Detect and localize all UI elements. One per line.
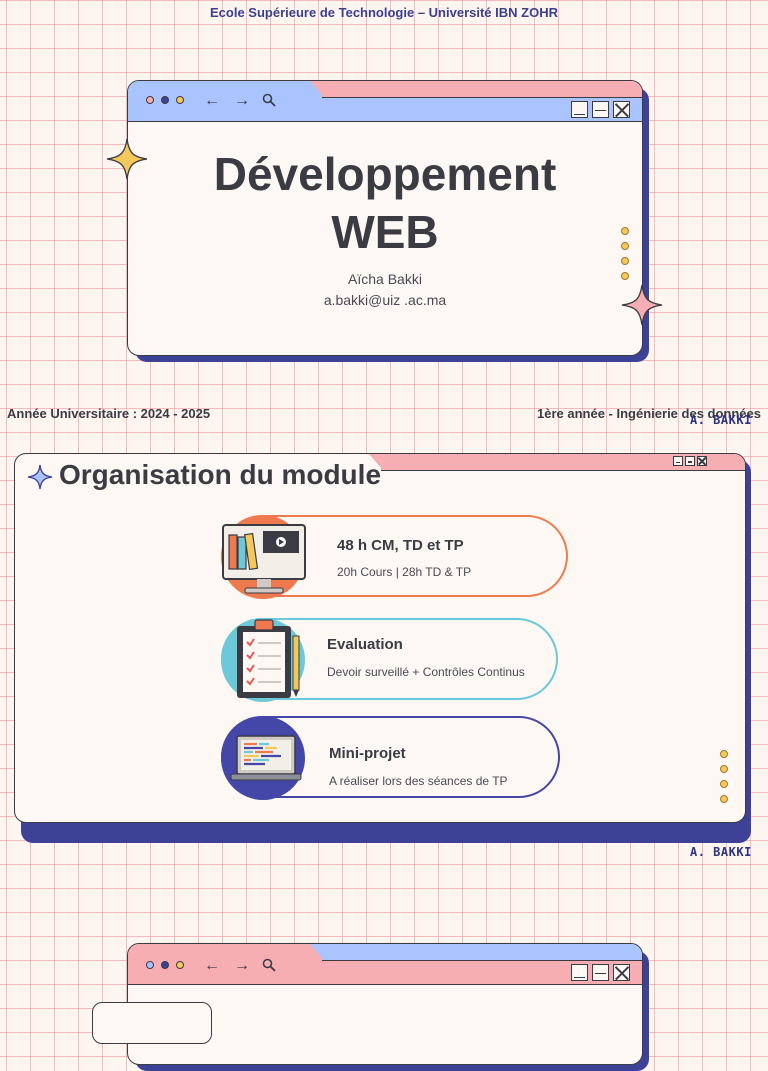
- search-icon[interactable]: [262, 958, 276, 976]
- window-dot-pink: [146, 96, 154, 104]
- decorative-dots: [621, 227, 629, 280]
- author-name: Aïcha Bakki: [348, 271, 422, 287]
- maximize-icon[interactable]: [592, 101, 609, 118]
- item-subtitle: A réaliser lors des séances de TP: [329, 774, 508, 788]
- minimize-icon[interactable]: [673, 456, 683, 466]
- academic-year: Année Universitaire : 2024 - 2025: [7, 406, 211, 421]
- minimize-icon[interactable]: [571, 964, 588, 981]
- module-item-hours: 48 h CM, TD et TP 20h Cours | 28h TD & T…: [221, 515, 568, 599]
- course-title-line2: WEB: [331, 206, 439, 258]
- item-title: Evaluation: [327, 636, 403, 653]
- close-icon[interactable]: [613, 964, 630, 981]
- forward-arrow-icon[interactable]: →: [234, 957, 250, 974]
- author-email: a.bakki@uiz .ac.ma: [323, 292, 447, 308]
- laptop-code-icon: [230, 735, 302, 781]
- next-slide-card: [92, 1002, 212, 1044]
- pink-sparkle-icon: [621, 284, 663, 326]
- yellow-sparkle-icon: [106, 138, 148, 180]
- item-title: 48 h CM, TD et TP: [337, 537, 464, 554]
- item-title: Mini-projet: [329, 745, 406, 762]
- title-slide-window: ← → Développement WEB Aïcha Bakki a.bakk…: [127, 80, 649, 362]
- item-subtitle: Devoir surveillé + Contrôles Continus: [327, 665, 525, 679]
- study-level: 1ère année - Ingénierie des données: [537, 406, 761, 421]
- slide-title: Organisation du module: [59, 459, 382, 490]
- back-arrow-icon[interactable]: ←: [204, 92, 220, 109]
- signature-bottom: A. BAKKI: [690, 845, 752, 859]
- search-icon[interactable]: [262, 93, 276, 111]
- maximize-icon[interactable]: [685, 456, 695, 466]
- close-icon[interactable]: [613, 101, 630, 118]
- minimize-icon[interactable]: [571, 101, 588, 118]
- signature-top: A. BAKKI: [690, 413, 752, 427]
- module-organisation-window: Organisation du module 48 h CM, TD et TP…: [14, 453, 751, 843]
- clipboard-checklist-icon: [237, 619, 300, 698]
- item-subtitle: 20h Cours | 28h TD & TP: [337, 565, 472, 579]
- window-dot-navy: [161, 96, 169, 104]
- module-item-evaluation: Evaluation Devoir surveillé + Contrôles …: [221, 618, 558, 702]
- close-icon[interactable]: [697, 456, 707, 466]
- back-arrow-icon[interactable]: ←: [204, 957, 220, 974]
- window-dot-yellow: [176, 96, 184, 104]
- school-header: Ecole Supérieure de Technologie – Univer…: [210, 5, 558, 20]
- course-title-line1: Développement: [213, 148, 557, 200]
- computer-books-icon: [222, 524, 306, 594]
- window-dot-yellow: [176, 961, 184, 969]
- decorative-dots: [720, 750, 728, 803]
- forward-arrow-icon[interactable]: →: [234, 92, 250, 109]
- blue-sparkle-icon: [27, 464, 53, 490]
- window-dot-blue: [146, 961, 154, 969]
- window-dot-navy: [161, 961, 169, 969]
- module-item-mini-project: Mini-projet A réaliser lors des séances …: [221, 716, 560, 800]
- maximize-icon[interactable]: [592, 964, 609, 981]
